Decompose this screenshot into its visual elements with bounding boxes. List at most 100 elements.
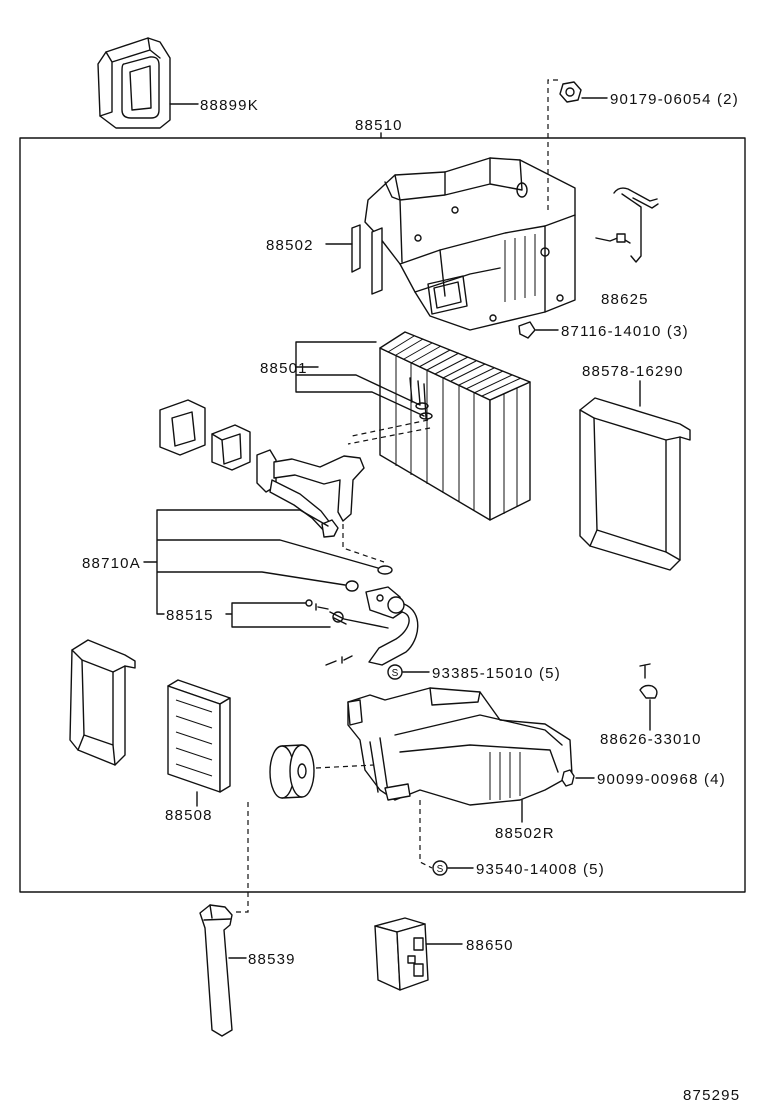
label-88626: 88626-33010 bbox=[600, 731, 702, 748]
leader-88515 bbox=[225, 602, 331, 628]
upper-case-flap-left bbox=[351, 224, 361, 273]
label-93385: 93385-15010 (5) bbox=[432, 665, 561, 682]
small-screw bbox=[315, 603, 329, 611]
cylinder-part[interactable] bbox=[269, 744, 315, 799]
label-88502: 88502 bbox=[266, 237, 314, 254]
filter-front bbox=[167, 685, 221, 793]
label-87116: 87116-14010 (3) bbox=[561, 323, 689, 340]
frame-edge bbox=[71, 649, 126, 766]
label-88625: 88625 bbox=[601, 291, 649, 308]
upper-case-flap-right bbox=[371, 227, 383, 295]
part-88508-filter[interactable] bbox=[167, 679, 231, 793]
label-88510: 88510 bbox=[355, 117, 403, 134]
upper-case-ribs bbox=[414, 249, 501, 297]
frame-lower-left[interactable] bbox=[69, 639, 136, 766]
part-88899k-flange bbox=[99, 37, 161, 117]
part-88502-upper-case[interactable] bbox=[351, 157, 576, 331]
gasket-left[interactable] bbox=[159, 399, 206, 456]
oring-lower[interactable] bbox=[345, 580, 359, 592]
figure-number: 875295 bbox=[683, 1087, 740, 1104]
part-88626-clip[interactable] bbox=[639, 663, 658, 699]
leader-88710a bbox=[143, 509, 379, 615]
bracket-wire bbox=[613, 187, 659, 263]
part-88578-seal[interactable] bbox=[579, 397, 691, 571]
part-88899k[interactable] bbox=[97, 37, 171, 129]
evaporator-top bbox=[379, 331, 531, 401]
oring-upper[interactable] bbox=[377, 565, 393, 575]
filter-side bbox=[219, 697, 231, 793]
part-88650-module[interactable] bbox=[374, 917, 429, 991]
tube-nut bbox=[321, 519, 339, 538]
upper-case-hole bbox=[451, 206, 459, 214]
upper-case-front-edge bbox=[399, 214, 576, 313]
part-88539-hose[interactable] bbox=[199, 904, 233, 1037]
s-mark-letter: S bbox=[437, 864, 444, 875]
valve-capillary bbox=[368, 603, 419, 666]
part-90099-screw[interactable] bbox=[561, 769, 575, 787]
label-88710a: 88710A bbox=[82, 555, 141, 572]
label-90179: 90179-06054 (2) bbox=[610, 91, 739, 108]
hose-ring bbox=[203, 904, 231, 921]
lower-case-drain bbox=[369, 737, 389, 793]
label-88508: 88508 bbox=[165, 807, 213, 824]
module-connector bbox=[413, 963, 424, 977]
dashed-hose-line bbox=[234, 802, 249, 913]
evaporator-oring bbox=[415, 402, 429, 410]
label-88539: 88539 bbox=[248, 951, 296, 968]
s-mark-93540: S bbox=[432, 860, 448, 876]
evaporator-front-fins bbox=[395, 355, 518, 514]
upper-case-ridges bbox=[384, 157, 523, 263]
nut-hole bbox=[565, 87, 575, 97]
cylinder-hole bbox=[297, 763, 307, 779]
part-88515-valve[interactable] bbox=[305, 586, 419, 666]
gasket-right[interactable] bbox=[211, 424, 251, 471]
part-88502r-lower-case[interactable] bbox=[347, 687, 573, 806]
part-88501-evaporator[interactable] bbox=[379, 331, 531, 521]
evaporator-top-fins bbox=[387, 335, 522, 397]
label-93540: 93540-14008 (5) bbox=[476, 861, 605, 878]
lower-case-bracket bbox=[384, 783, 411, 801]
part-88625-bracket[interactable] bbox=[595, 187, 659, 263]
upper-case-hole bbox=[540, 247, 550, 257]
valve-clamp bbox=[332, 611, 344, 623]
upper-case-hole bbox=[489, 314, 497, 322]
dashed-evaporator-pipe bbox=[347, 419, 431, 445]
filter-texture bbox=[175, 699, 213, 777]
lower-case-fins bbox=[489, 752, 521, 800]
label-88899k: 88899K bbox=[200, 97, 259, 114]
assembly-frame bbox=[19, 137, 746, 893]
label-88650: 88650 bbox=[466, 937, 514, 954]
upper-case-hole bbox=[556, 294, 564, 302]
part-90179-nut[interactable] bbox=[559, 81, 582, 103]
tube-upper bbox=[273, 455, 365, 522]
cylinder-front bbox=[289, 744, 315, 798]
small-bolt bbox=[305, 599, 313, 607]
upper-case-hole bbox=[414, 234, 422, 242]
gasket-left-outer bbox=[159, 399, 206, 456]
gasket-left-inner bbox=[171, 411, 196, 447]
gasket-right-inner bbox=[211, 433, 242, 465]
hose-body bbox=[199, 904, 233, 1037]
clip bbox=[639, 684, 658, 699]
label-88578: 88578-16290 bbox=[582, 363, 684, 380]
part-87116-clip[interactable] bbox=[518, 321, 536, 339]
label-88515: 88515 bbox=[166, 607, 214, 624]
lower-case-tab bbox=[347, 699, 363, 726]
upper-case-slot bbox=[516, 182, 528, 198]
bracket-clip bbox=[616, 233, 626, 243]
s-mark-circle bbox=[432, 860, 448, 876]
valve-port bbox=[376, 594, 384, 602]
s-mark-letter: S bbox=[392, 668, 399, 679]
evaporator-oring bbox=[419, 412, 433, 420]
module-front bbox=[374, 925, 401, 991]
upper-case-opening bbox=[427, 275, 468, 315]
label-88502r: 88502R bbox=[495, 825, 555, 842]
small-screw bbox=[325, 655, 353, 666]
seal-edge bbox=[579, 409, 681, 561]
part-88710a-tube[interactable] bbox=[256, 449, 365, 538]
dashed-tube-line bbox=[342, 524, 385, 563]
gasket-right-outer bbox=[211, 424, 251, 471]
part-88899k-inner2 bbox=[129, 65, 152, 111]
valve-diaphragm bbox=[387, 596, 405, 614]
valve-sensing-bulb bbox=[329, 611, 389, 629]
